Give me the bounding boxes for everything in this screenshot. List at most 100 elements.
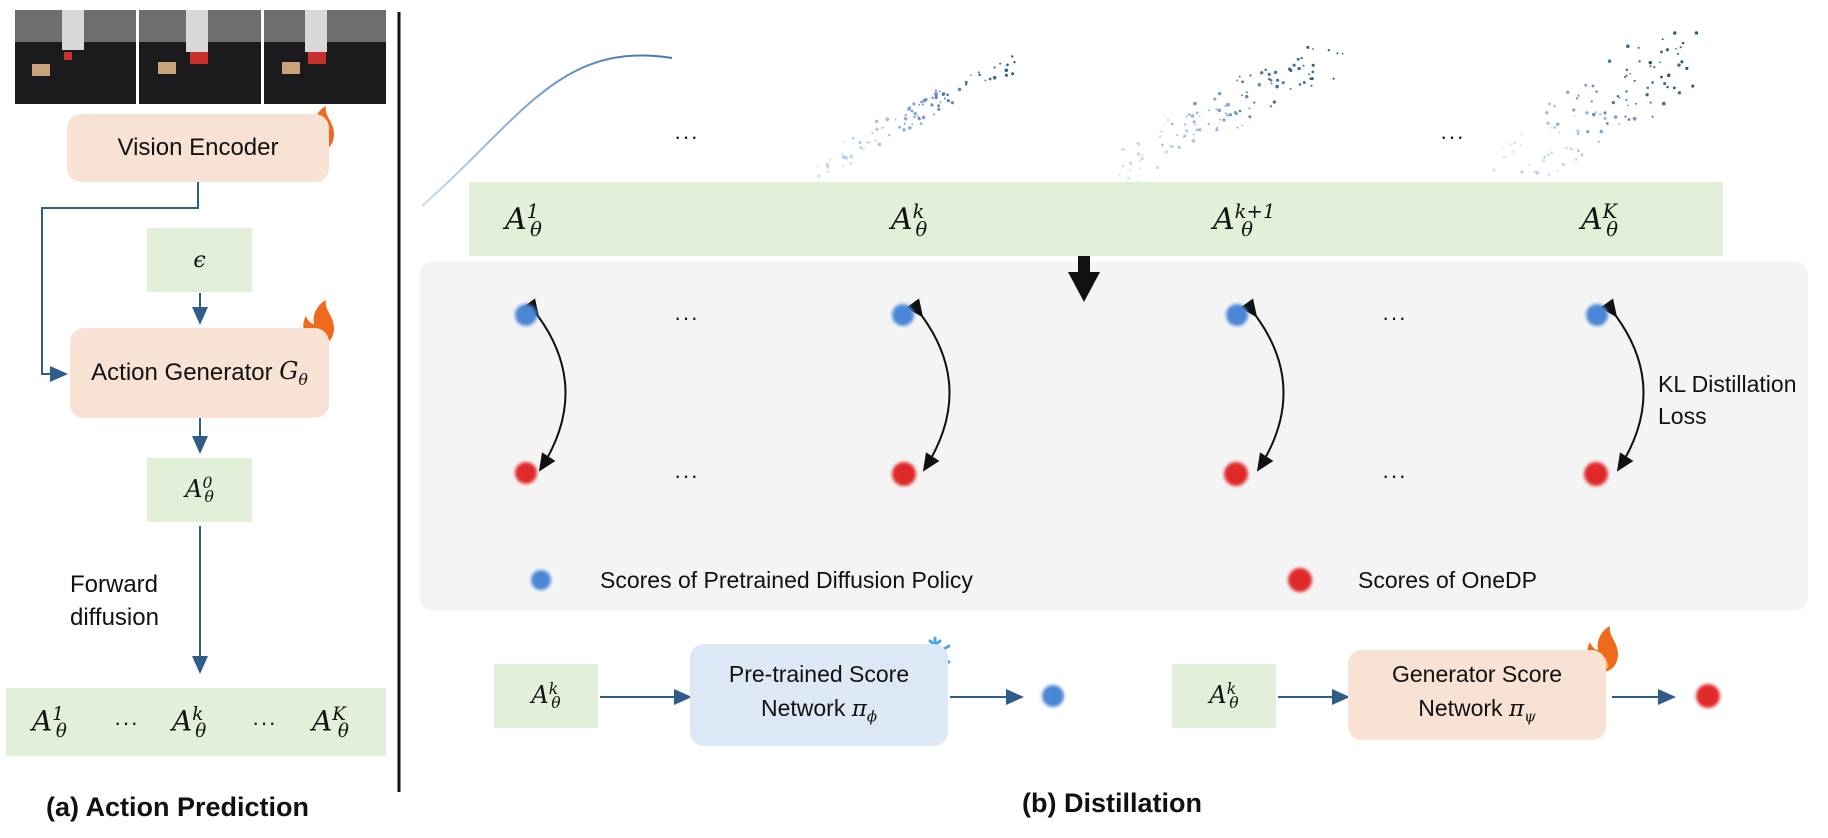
scatter-point — [1666, 85, 1669, 89]
scatter-point — [1611, 100, 1616, 105]
scatter-point — [1136, 152, 1141, 156]
scatter-point — [1155, 165, 1160, 170]
scatter-point — [917, 117, 921, 121]
action-generator-box: Action Generator Gθ — [70, 328, 329, 418]
scatter-point — [898, 125, 902, 129]
scatter-point — [919, 122, 923, 125]
scatter-point — [1625, 89, 1628, 93]
scatter-point — [922, 99, 926, 103]
scatter-point — [965, 83, 968, 86]
scatter-point — [921, 115, 926, 120]
initial-action-box: A0θ — [147, 458, 252, 522]
scatter-point — [871, 132, 874, 134]
scatter-point — [1575, 97, 1579, 100]
scatter-point — [999, 62, 1002, 65]
scatter-point — [916, 114, 919, 117]
scatter-point — [1623, 75, 1627, 79]
scatter-point — [1241, 80, 1245, 84]
panel-a-arrows — [41, 182, 208, 674]
scatter-point — [1613, 115, 1618, 119]
scatter-point — [1561, 163, 1566, 167]
scatter-point — [1545, 111, 1549, 115]
scatter-point — [1543, 155, 1546, 159]
scatter-point — [993, 66, 996, 69]
scatter-point — [1553, 125, 1556, 129]
scatter-point — [1213, 97, 1217, 101]
score-ellipsis: ··· — [674, 463, 699, 488]
scatter-point — [912, 102, 916, 106]
scatter-point — [1273, 70, 1278, 75]
scatter-point — [1548, 102, 1552, 106]
scatter-point — [904, 113, 907, 117]
scatter-point — [1599, 113, 1602, 116]
scatter-point — [849, 161, 851, 164]
scatter-point — [819, 176, 821, 178]
scatter-point — [1573, 114, 1576, 117]
scatter-point — [1577, 94, 1580, 97]
scatter-point — [1577, 132, 1580, 135]
scatter-point — [1195, 111, 1199, 115]
scatter-point — [978, 73, 981, 77]
scatter-point — [1679, 46, 1682, 49]
scatter-point — [1502, 155, 1506, 159]
scatter-point — [1222, 118, 1226, 122]
scatter-point — [1267, 72, 1271, 77]
scatter-point — [1659, 61, 1662, 64]
pretrained-score-dot — [1226, 304, 1248, 326]
scatter-point — [1215, 128, 1219, 132]
scatter-point — [1253, 101, 1256, 104]
diffusion-sequence-box: A1θ ··· Akθ ··· AKθ — [6, 688, 386, 756]
scatter-point — [1580, 153, 1584, 157]
scatter-point — [1297, 66, 1301, 71]
generator-output-dot — [1696, 684, 1720, 708]
noisy-action-scatter — [816, 31, 1699, 197]
scatter-point — [1289, 88, 1292, 90]
generator-score-network-box: Generator Score Network πψ — [1348, 650, 1606, 740]
scatter-point — [816, 165, 819, 168]
vision-encoder-box: Vision Encoder — [67, 114, 329, 182]
scatter-point — [1651, 115, 1654, 118]
scatter-point — [1512, 150, 1515, 153]
scatter-point — [1520, 170, 1524, 174]
scatter-point — [957, 87, 962, 92]
scatter-point — [1167, 119, 1169, 121]
score-ellipsis: ··· — [1382, 305, 1407, 330]
scatter-point — [881, 126, 884, 129]
robot-frame-image — [15, 10, 386, 104]
scatter-point — [1616, 95, 1620, 98]
score-ellipsis: ··· — [674, 305, 699, 330]
scatter-point — [1198, 115, 1201, 117]
scatter-point — [844, 156, 849, 160]
distillation-step-row: A1θ Akθ Ak+1θ AKθ — [469, 182, 1723, 256]
scatter-point — [1576, 129, 1580, 133]
scatter-point — [1694, 31, 1699, 35]
scatter-point — [1627, 118, 1631, 121]
scatter-point — [1586, 130, 1590, 134]
scatter-point — [1309, 77, 1312, 81]
scatter-point — [1013, 61, 1016, 64]
scatter-point — [1139, 167, 1141, 169]
scatter-point — [941, 91, 946, 96]
scatter-point — [851, 136, 855, 140]
scatter-point — [1528, 163, 1531, 166]
scatter-point — [1311, 63, 1315, 67]
scatter-point — [1257, 83, 1261, 87]
scatter-point — [937, 104, 941, 108]
scatter-point — [1235, 112, 1239, 116]
scatter-point — [840, 152, 843, 155]
smooth-action-curve — [421, 54, 673, 207]
scatter-point — [1666, 73, 1671, 78]
scatter-point — [1507, 143, 1510, 145]
scatter-point — [1558, 131, 1561, 134]
scatter-point — [1198, 128, 1202, 132]
scatter-point — [841, 155, 846, 159]
scatter-point — [946, 93, 949, 97]
sequence-item-k: Akθ — [172, 704, 207, 742]
scatter-point — [1591, 84, 1595, 88]
scatter-point — [1238, 109, 1242, 113]
scatter-point — [1565, 146, 1568, 149]
scatter-point — [1660, 50, 1663, 54]
scatter-point — [1565, 90, 1570, 95]
scatter-point — [1618, 96, 1621, 99]
